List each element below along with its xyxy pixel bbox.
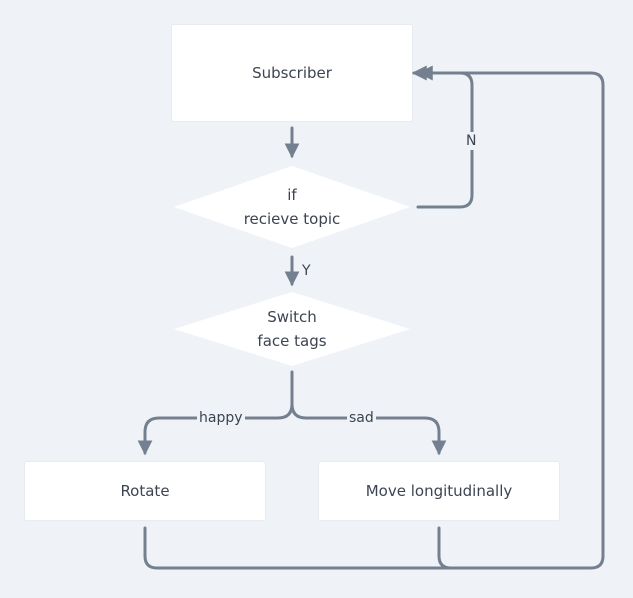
node-if-receive-topic-label: if recieve topic: [243, 186, 341, 228]
node-move-longitudinally: Move longitudinally: [319, 462, 559, 520]
node-rotate-label: Rotate: [120, 482, 170, 500]
decision-diamond-if-receive-topic: [174, 166, 410, 248]
edge-label-sad: sad: [347, 409, 376, 427]
node-subscriber: Subscriber: [172, 25, 412, 121]
node-switch-face-tags-label: Switch face tags: [257, 308, 327, 350]
node-subscriber-label: Subscriber: [252, 64, 332, 82]
arrow-switch-to-move: [290, 402, 447, 456]
loop-move-to-subscriber: [437, 526, 453, 570]
decision-diamond-switch-face-tags: [174, 292, 410, 366]
edge-label-no: N: [464, 132, 479, 150]
loop-rotate-to-subscriber: [143, 65, 605, 570]
edge-label-yes: Y: [302, 263, 311, 279]
edge-label-happy: happy: [197, 409, 245, 427]
node-move-longitudinally-label: Move longitudinally: [365, 482, 513, 500]
node-rotate: Rotate: [25, 462, 265, 520]
